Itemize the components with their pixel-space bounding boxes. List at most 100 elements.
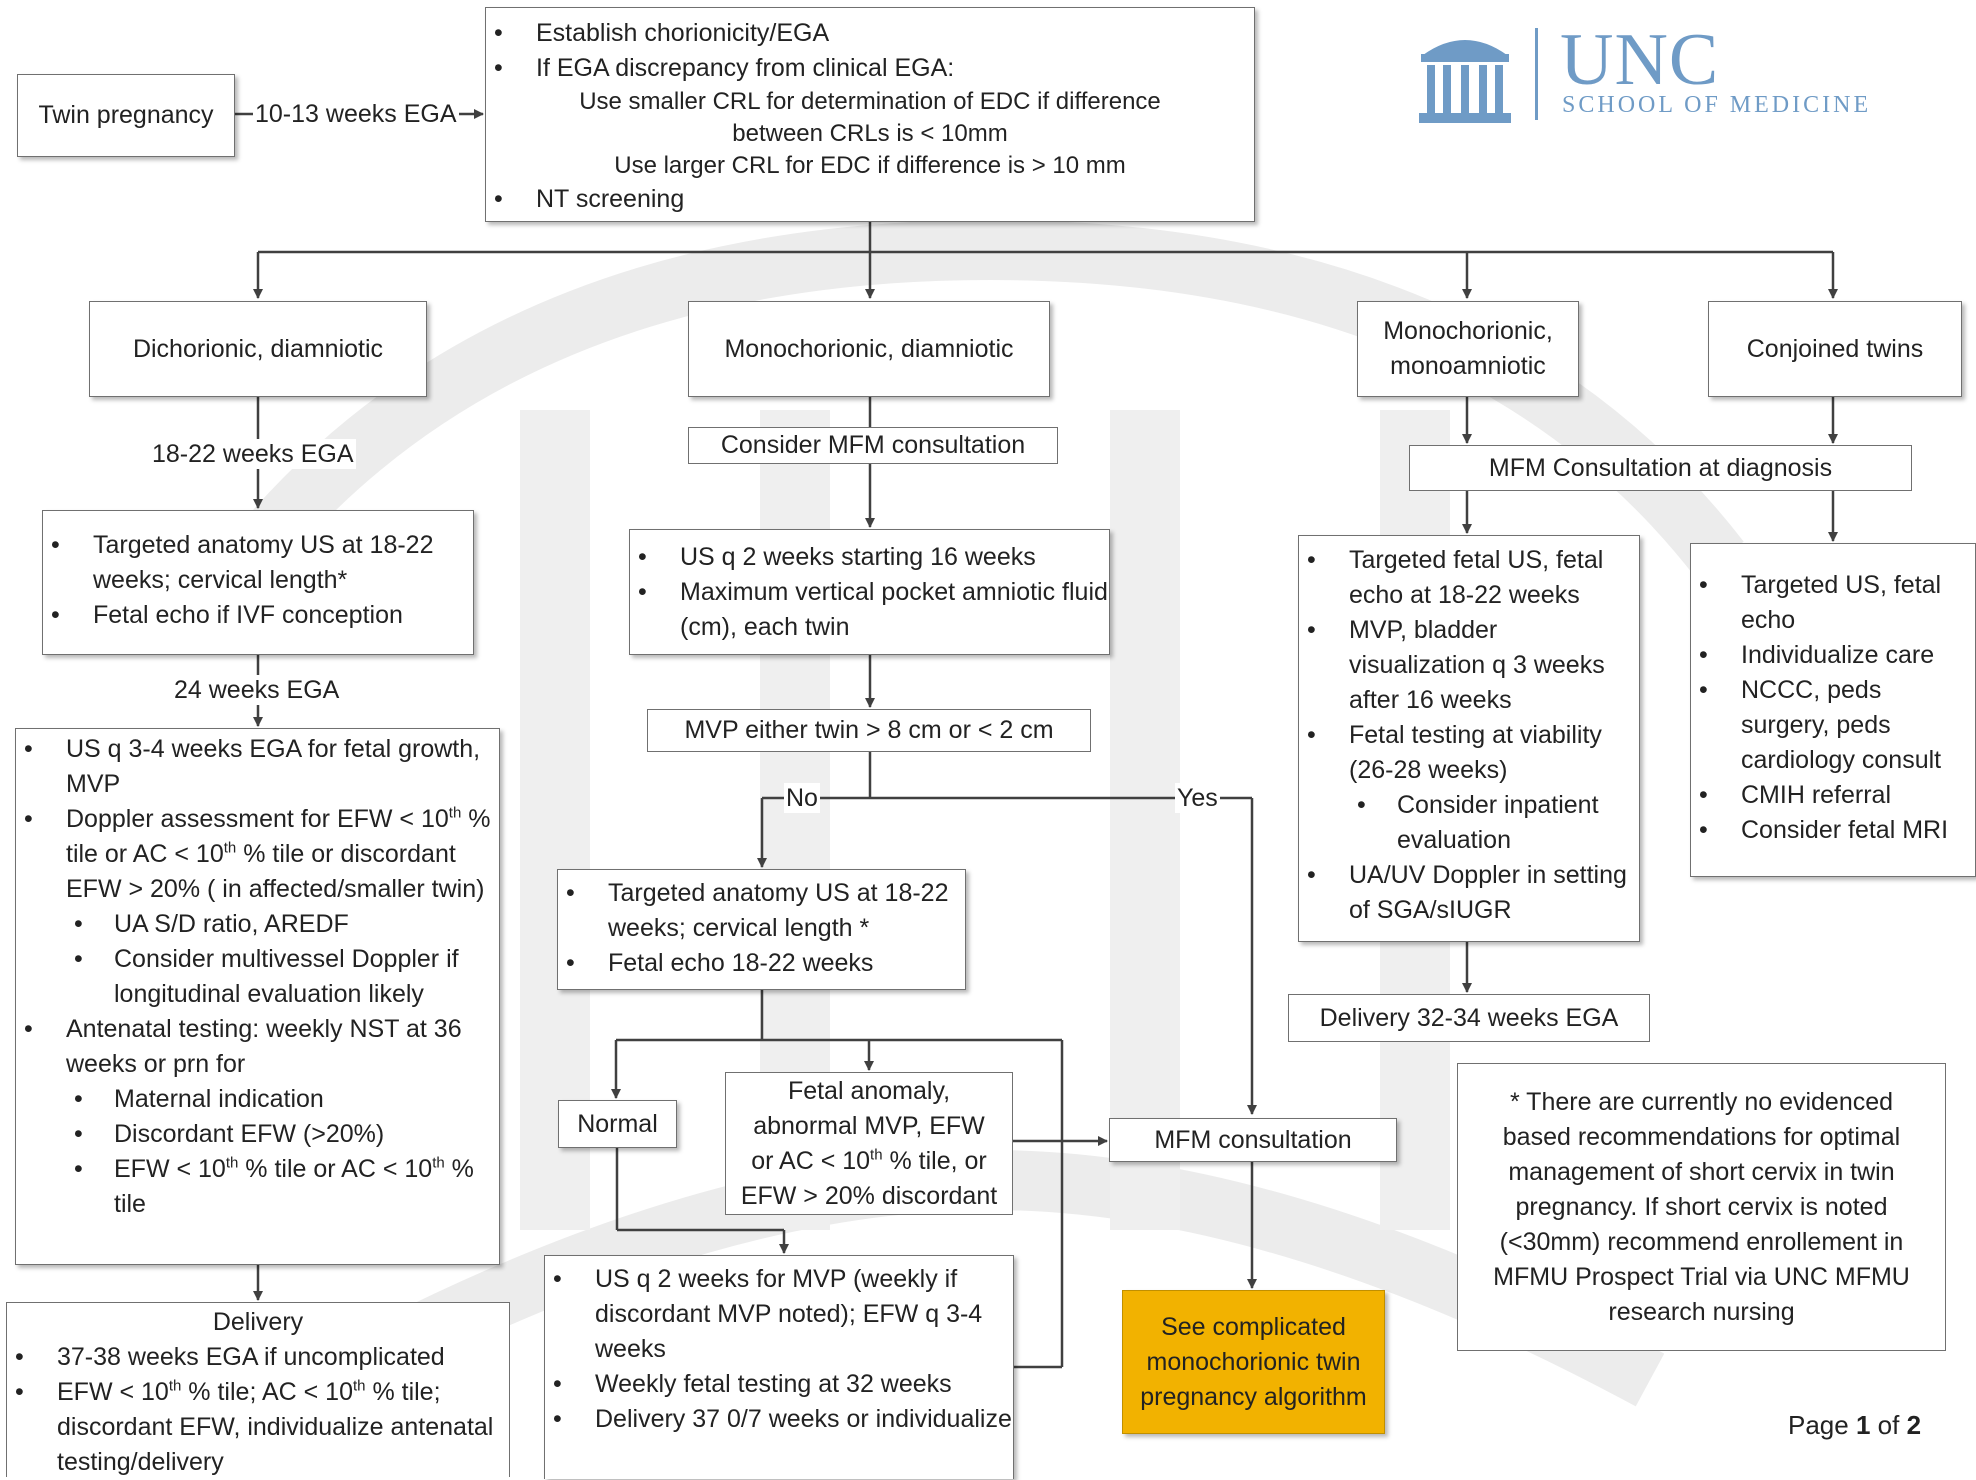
dcda-anatomy-bullet: Targeted anatomy US at 18-22 weeks; cerv…	[43, 528, 473, 598]
mcda-mfm-node: Consider MFM consultation	[688, 427, 1058, 464]
mcda-fetal-testing-bullet: Weekly fetal testing at 32 weeks	[545, 1367, 1013, 1402]
conjoined-mri-bullet: Consider fetal MRI	[1691, 813, 1975, 848]
mvp-check-node: MVP either twin > 8 cm or < 2 cm	[647, 709, 1091, 752]
unc-logo: UNC SCHOOL OF MEDICINE	[1415, 20, 1915, 130]
conjoined-cmih-bullet: CMIH referral	[1691, 778, 1975, 813]
page-prefix: Page	[1788, 1410, 1856, 1440]
mcda-label: Monochorionic, diamniotic	[724, 334, 1014, 363]
efw-ac-text-b: % tile or AC < 10	[238, 1155, 433, 1183]
doppler-sup-a: th	[448, 804, 462, 822]
delivery-efw-bullet: EFW < 10th % tile; AC < 10th % tile; dis…	[7, 1375, 509, 1480]
mcma-label-line1: Monochorionic,	[1383, 317, 1553, 345]
conjoined-plan-node: Targeted US, fetal echo Individualize ca…	[1690, 543, 1976, 877]
doppler-text-a: Doppler assessment for EFW < 10	[66, 805, 449, 833]
crl-smaller-line: Use smaller CRL for determination of EDC…	[579, 88, 1161, 115]
mcma-delivery-label: Delivery 32-34 weeks EGA	[1319, 1003, 1619, 1032]
edge-label-yes: Yes	[1175, 783, 1220, 813]
discordant-efw-bullet: Discordant EFW (>20%)	[16, 1117, 499, 1152]
mvp-check-label: MVP either twin > 8 cm or < 2 cm	[684, 716, 1054, 744]
chorionicity-bullet: Establish chorionicity/EGA	[486, 16, 1254, 51]
dcda-anatomy-node: Targeted anatomy US at 18-22 weeks; cerv…	[42, 510, 474, 655]
maternal-indication-bullet: Maternal indication	[16, 1082, 499, 1117]
mcma-inpatient-bullet: Consider inpatient evaluation	[1299, 788, 1639, 858]
anomaly-line4: EFW > 20% discordant	[740, 1181, 998, 1210]
delivery-efw-text-a: EFW < 10	[57, 1378, 169, 1406]
dcda-followup-node: US q 3-4 weeks EGA for fetal growth, MVP…	[15, 728, 500, 1265]
mcda-us-node: US q 2 weeks starting 16 weeks Maximum v…	[629, 529, 1110, 655]
logo-divider	[1535, 28, 1538, 120]
ua-sd-bullet: UA S/D ratio, AREDF	[16, 907, 499, 942]
mcda-mvp-bullet: Maximum vertical pocket amniotic fluid (…	[630, 575, 1109, 645]
crl-threshold-line: between CRLs is < 10mm	[732, 120, 1008, 147]
efw-ac-bullet: EFW < 10th % tile or AC < 10th % tile	[16, 1152, 499, 1222]
normal-label: Normal	[577, 1109, 658, 1138]
doppler-text-c: % tile or discordant EFW > 20% ( in affe…	[66, 840, 485, 903]
edge-label-no: No	[784, 783, 820, 813]
dcda-doppler-bullet: Doppler assessment for EFW < 10th % tile…	[16, 802, 499, 907]
mcma-doppler-bullet: UA/UV Doppler in setting of SGA/sIUGR	[1299, 858, 1639, 928]
mcma-viability-bullet: Fetal testing at viability (26-28 weeks)	[1299, 718, 1639, 788]
mcma-delivery-node: Delivery 32-34 weeks EGA	[1288, 994, 1650, 1042]
delivery-efw-sup-a: th	[168, 1377, 182, 1395]
mcda-anatomy-node: Targeted anatomy US at 18-22 weeks; cerv…	[557, 869, 966, 990]
conjoined-node: Conjoined twins	[1708, 301, 1962, 397]
page-mid: of	[1870, 1410, 1907, 1440]
mcda-delivery-bullet: Delivery 37 0/7 weeks or individualize	[545, 1402, 1013, 1437]
dcda-echo-bullet: Fetal echo if IVF conception	[43, 598, 473, 633]
dcda-label: Dichorionic, diamniotic	[132, 334, 384, 363]
mfm-consultation-node: MFM consultation	[1109, 1118, 1397, 1162]
mcma-node: Monochorionic, monoamniotic	[1357, 301, 1579, 397]
footnote-text: * There are currently no evidenced based…	[1493, 1087, 1910, 1326]
multivessel-bullet: Consider multivessel Doppler if longitud…	[16, 942, 499, 1012]
edge-label-anatomy: 18-22 weeks EGA	[150, 439, 356, 469]
mcda-echo-bullet: Fetal echo 18-22 weeks	[558, 946, 965, 981]
complicated-algorithm-label: See complicated monochorionic twin pregn…	[1140, 1312, 1367, 1411]
conjoined-nccc-bullet: NCCC, peds surgery, peds cardiology cons…	[1691, 673, 1975, 778]
doppler-sup-b: th	[223, 839, 237, 857]
dcda-delivery-node: Delivery 37-38 weeks EGA if uncomplicate…	[6, 1302, 510, 1477]
antenatal-testing-bullet: Antenatal testing: weekly NST at 36 week…	[16, 1012, 499, 1082]
anomaly-line3-a: or AC < 10	[751, 1146, 871, 1175]
delivery-efw-text-c: % tile; discordant EFW, individualize an…	[57, 1378, 494, 1476]
conjoined-individualize-bullet: Individualize care	[1691, 638, 1975, 673]
edge-label-24-weeks: 24 weeks EGA	[172, 675, 342, 705]
logo-name: UNC	[1560, 19, 1720, 101]
twin-pregnancy-label: Twin pregnancy	[38, 101, 214, 129]
nt-screening-bullet: NT screening	[486, 182, 1254, 217]
efw-ac-text-a: EFW < 10	[114, 1155, 226, 1183]
logo-subtitle: SCHOOL OF MEDICINE	[1562, 92, 1872, 118]
anomaly-node: Fetal anomaly, abnormal MVP, EFW or AC <…	[725, 1072, 1013, 1215]
mcma-label-line2: monoamniotic	[1390, 352, 1546, 380]
ega-discrepancy-bullet: If EGA discrepancy from clinical EGA:	[486, 51, 1254, 86]
edge-label-first-trimester: 10-13 weeks EGA	[253, 99, 459, 129]
delivery-efw-sup-b: th	[352, 1377, 366, 1395]
delivery-uncomplicated-bullet: 37-38 weeks EGA if uncomplicated	[7, 1340, 509, 1375]
first-trimester-node: Establish chorionicity/EGA If EGA discre…	[485, 7, 1255, 222]
conjoined-targeted-bullet: Targeted US, fetal echo	[1691, 568, 1975, 638]
efw-ac-sup-a: th	[225, 1154, 239, 1172]
footnote-box: * There are currently no evidenced based…	[1457, 1063, 1946, 1351]
mcda-mfm-label: Consider MFM consultation	[720, 431, 1026, 459]
efw-ac-text-c: % tile	[114, 1155, 474, 1218]
dcda-growth-bullet: US q 3-4 weeks EGA for fetal growth, MVP	[16, 732, 499, 802]
anomaly-line3: or AC < 10th % tile, or	[751, 1144, 987, 1179]
efw-ac-sup-b: th	[432, 1154, 445, 1172]
mfm-consultation-label: MFM consultation	[1154, 1125, 1352, 1154]
twin-pregnancy-node: Twin pregnancy	[17, 74, 235, 157]
complicated-algorithm-node[interactable]: See complicated monochorionic twin pregn…	[1122, 1290, 1385, 1434]
conjoined-label: Conjoined twins	[1746, 334, 1924, 363]
mcma-targeted-bullet: Targeted fetal US, fetal echo at 18-22 w…	[1299, 543, 1639, 613]
delivery-title: Delivery	[212, 1308, 304, 1336]
mcda-mvp-q2-bullet: US q 2 weeks for MVP (weekly if discorda…	[545, 1262, 1013, 1367]
anomaly-line1: Fetal anomaly,	[787, 1076, 951, 1105]
mcda-us-bullet: US q 2 weeks starting 16 weeks	[630, 540, 1109, 575]
crl-larger-line: Use larger CRL for EDC if difference is …	[614, 152, 1126, 179]
mfm-diagnosis-label: MFM Consultation at diagnosis	[1488, 453, 1833, 482]
page-current: 1	[1855, 1410, 1871, 1440]
mfm-diagnosis-node: MFM Consultation at diagnosis	[1409, 445, 1912, 491]
anomaly-line2: abnormal MVP, EFW	[753, 1111, 985, 1140]
mcma-plan-node: Targeted fetal US, fetal echo at 18-22 w…	[1298, 535, 1640, 942]
mcda-followup-node: US q 2 weeks for MVP (weekly if discorda…	[544, 1255, 1014, 1479]
dcda-node: Dichorionic, diamniotic	[89, 301, 427, 397]
